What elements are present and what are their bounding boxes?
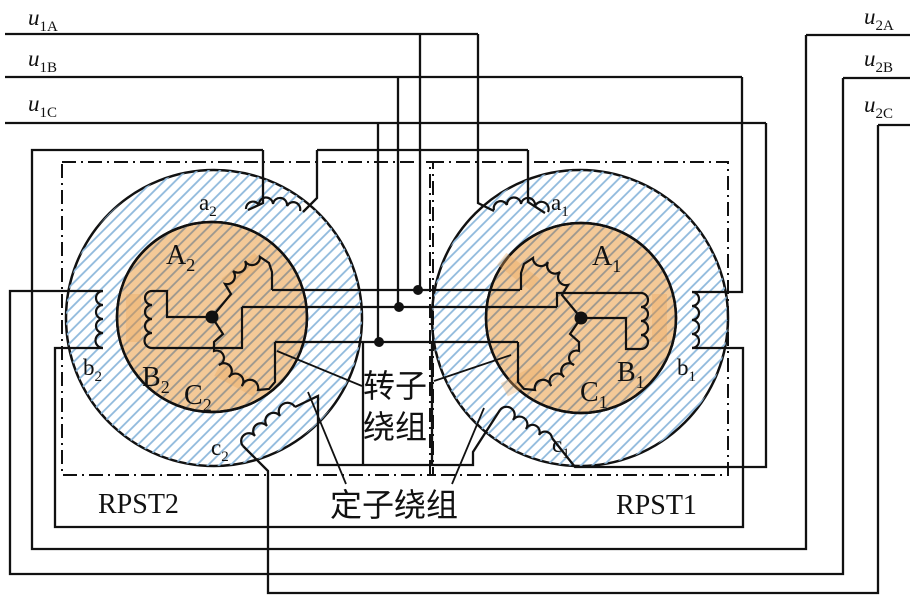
A2-winding bbox=[211, 254, 274, 318]
phaseC-junction-dot bbox=[374, 337, 384, 347]
label-C2: C2 bbox=[184, 380, 212, 415]
label-u1B: u1B bbox=[28, 46, 57, 76]
label-u2B: u2B bbox=[864, 46, 893, 76]
u1C-to-c1-wire bbox=[551, 123, 768, 469]
b2-b1-series-loop bbox=[53, 346, 745, 529]
stator-coils bbox=[94, 196, 701, 447]
label-b2: b2 bbox=[83, 355, 102, 385]
A1-winding bbox=[519, 255, 582, 319]
label-C1: C1 bbox=[580, 377, 608, 412]
stator-label-right-pointer-line bbox=[451, 407, 485, 485]
c2-coil bbox=[240, 401, 296, 447]
u1B-to-b1-wire bbox=[692, 77, 744, 294]
phaseB-junction-dot bbox=[394, 302, 404, 312]
rotor-label-left-pointer-line bbox=[276, 350, 363, 387]
rpst1-star-point-dot bbox=[574, 311, 588, 325]
label-B1: B1 bbox=[617, 357, 645, 392]
annotation-pointers bbox=[276, 350, 512, 485]
B2-winding bbox=[143, 289, 244, 350]
rotor-windings bbox=[143, 254, 650, 392]
label-u1A: u1A bbox=[28, 5, 58, 35]
rotor-winding-labels: A2 B2 C2 A1 B1 C1 bbox=[142, 240, 645, 415]
rotor-label-right-pointer-line bbox=[433, 354, 512, 382]
wiring bbox=[5, 32, 910, 595]
label-c1: c1 bbox=[552, 432, 570, 462]
rotor-winding-annotation-line1: 转子 bbox=[363, 368, 427, 404]
rpst2-star-point-dot bbox=[205, 310, 219, 324]
rotor-winding-annotation-line2: 绕组 bbox=[363, 409, 427, 445]
b2-coil bbox=[94, 289, 104, 350]
label-A1: A1 bbox=[592, 241, 621, 276]
c2-to-u2C-loop bbox=[242, 125, 880, 595]
label-u2C: u2C bbox=[864, 92, 893, 122]
a1-right-lead bbox=[526, 150, 546, 214]
b1-coil bbox=[691, 290, 701, 350]
a2-right-lead bbox=[302, 150, 319, 213]
label-u1C: u1C bbox=[28, 91, 57, 121]
label-rpst1: RPST1 bbox=[616, 490, 697, 521]
rpst1-rotor-slot-marks bbox=[497, 252, 667, 397]
label-rpst2: RPST2 bbox=[98, 489, 179, 520]
C2-winding bbox=[211, 316, 277, 392]
a-chain-to-u2A-loop bbox=[30, 35, 808, 551]
junction-dots bbox=[205, 285, 588, 347]
c2-c1-series-link bbox=[294, 394, 501, 467]
stator-label-left-pointer-line bbox=[307, 391, 347, 485]
rpst2-enclosure-box bbox=[61, 161, 434, 476]
label-a1: a1 bbox=[551, 190, 569, 220]
label-B2: B2 bbox=[142, 362, 170, 397]
B1-winding bbox=[555, 291, 650, 351]
rpst1-enclosure-box bbox=[429, 161, 729, 476]
unit-labels: RPST2 RPST1 bbox=[98, 489, 697, 521]
label-u2A: u2A bbox=[864, 4, 894, 34]
label-A2: A2 bbox=[166, 240, 195, 275]
label-c2: c2 bbox=[211, 435, 229, 465]
c1-coil bbox=[499, 405, 554, 439]
b2-to-u2B-loop bbox=[8, 78, 845, 576]
phaseA-junction-dot bbox=[413, 285, 423, 295]
C1-winding bbox=[516, 317, 582, 392]
a2-left-lead bbox=[247, 150, 265, 212]
u1A-to-a1-wire bbox=[476, 34, 495, 213]
bus-labels: u1A u1B u1C u2A u2B u2C bbox=[28, 4, 894, 122]
label-a2: a2 bbox=[199, 190, 217, 220]
label-b1: b1 bbox=[677, 355, 696, 385]
chinese-annotations: 转子 绕组 定子绕组 bbox=[330, 368, 458, 523]
a2-coil bbox=[244, 196, 302, 212]
a1-coil bbox=[492, 196, 550, 213]
stator-winding-annotation: 定子绕组 bbox=[330, 487, 458, 523]
stator-winding-labels: a2 a1 b2 b1 c2 c1 bbox=[83, 190, 696, 465]
